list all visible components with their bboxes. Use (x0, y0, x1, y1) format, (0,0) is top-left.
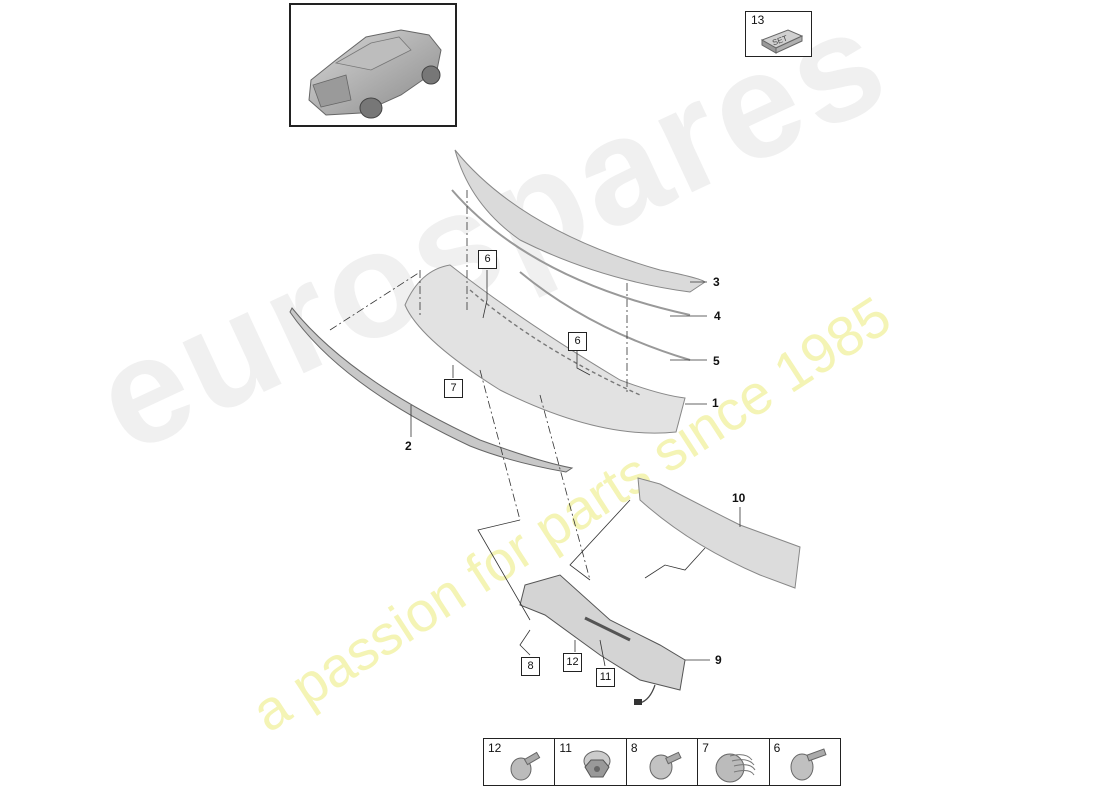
set-item-number: 13 (751, 13, 765, 27)
callout-4: 4 (714, 309, 721, 323)
part-4-strip (451, 189, 691, 316)
part-9-mechanism (519, 574, 686, 691)
part-10-cover (637, 477, 801, 589)
expanding-clip-icon (715, 753, 756, 783)
part-5-strip (519, 271, 691, 361)
callout-6-upper: 6 (478, 250, 497, 269)
legend-cell-6: 6 (770, 739, 840, 785)
screw-icon (790, 748, 827, 781)
screw-icon (649, 751, 682, 780)
callout-11: 11 (596, 668, 615, 687)
set-item-box: 13 SET (745, 11, 812, 57)
callout-10: 10 (732, 491, 746, 505)
callout-1: 1 (712, 396, 719, 410)
callout-12: 12 (563, 653, 582, 672)
callout-3: 3 (713, 275, 720, 289)
fastener-legend: 12 11 8 7 6 (483, 738, 841, 786)
part-1-spoiler (404, 264, 686, 434)
vehicle-thumbnail (289, 3, 457, 127)
car-icon (308, 29, 442, 119)
part-3-cover (454, 149, 706, 293)
part-2-lip (289, 307, 574, 473)
nut-icon (583, 750, 611, 778)
screw-icon (510, 751, 541, 781)
callout-7: 7 (444, 379, 463, 398)
callout-8: 8 (521, 657, 540, 676)
legend-cell-8: 8 (627, 739, 699, 785)
legend-cell-7: 7 (698, 739, 770, 785)
legend-cell-11: 11 (555, 739, 627, 785)
callout-2: 2 (405, 439, 412, 453)
callout-6-lower: 6 (568, 332, 587, 351)
set-block-icon: SET (760, 29, 804, 54)
legend-cell-12: 12 (484, 739, 556, 785)
callout-5: 5 (713, 354, 720, 368)
callout-9: 9 (715, 653, 722, 667)
